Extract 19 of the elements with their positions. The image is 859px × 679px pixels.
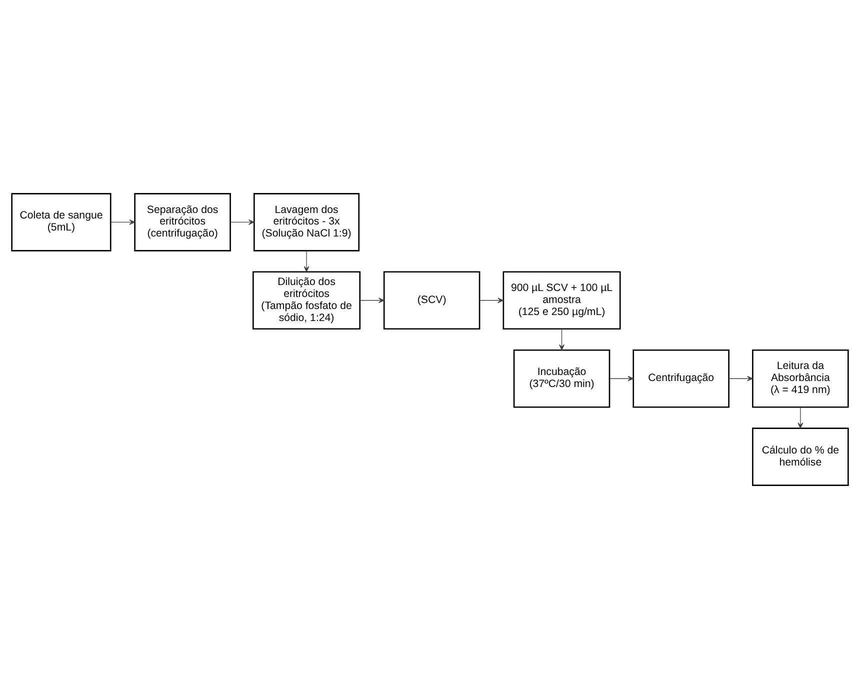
node-box: Incubação (37ºC/30 min)	[512, 349, 610, 408]
node-box: Leitura da Absorbância (λ = 419 nm)	[752, 349, 848, 408]
arrow	[478, 298, 504, 304]
arrow	[229, 219, 254, 225]
arrow	[303, 250, 309, 272]
node-box: Diluição dos eritrócitos (Tampão fosfato de sódio, 1:24)	[252, 271, 360, 330]
node-box: Centrifugação	[632, 349, 729, 408]
arrow	[797, 406, 803, 428]
arrow	[558, 328, 564, 350]
arrow	[608, 376, 634, 382]
arrow	[728, 376, 752, 382]
node-box: (SCV)	[382, 271, 480, 330]
arrow	[110, 219, 135, 225]
node-box: Separação dos eritrócitos (centrifugação)	[134, 192, 230, 252]
arrow	[359, 298, 384, 304]
node-box: Cálculo do % de hemólise	[752, 428, 848, 486]
node-box: 900 µL SCV + 100 µL amostra (125 e 250 µg/mL)	[502, 271, 620, 330]
node-box: Lavagem dos eritrócitos - 3x (Solução NaCl 1:9)	[253, 192, 360, 252]
node-box: Coleta de sangue (5mL)	[10, 192, 111, 252]
